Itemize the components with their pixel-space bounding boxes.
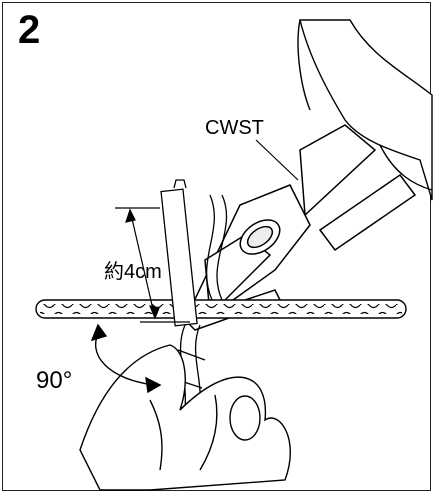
lower-hand <box>80 345 290 490</box>
angle-label: 90° <box>36 369 72 393</box>
wire-stripper-tool-icon <box>185 125 415 330</box>
step-number: 2 <box>18 10 40 50</box>
tool-leader-line <box>256 140 298 180</box>
length-label: 約4cm <box>104 262 162 282</box>
tool-label: CWST <box>205 118 264 138</box>
twisted-cable-icon <box>36 300 406 318</box>
